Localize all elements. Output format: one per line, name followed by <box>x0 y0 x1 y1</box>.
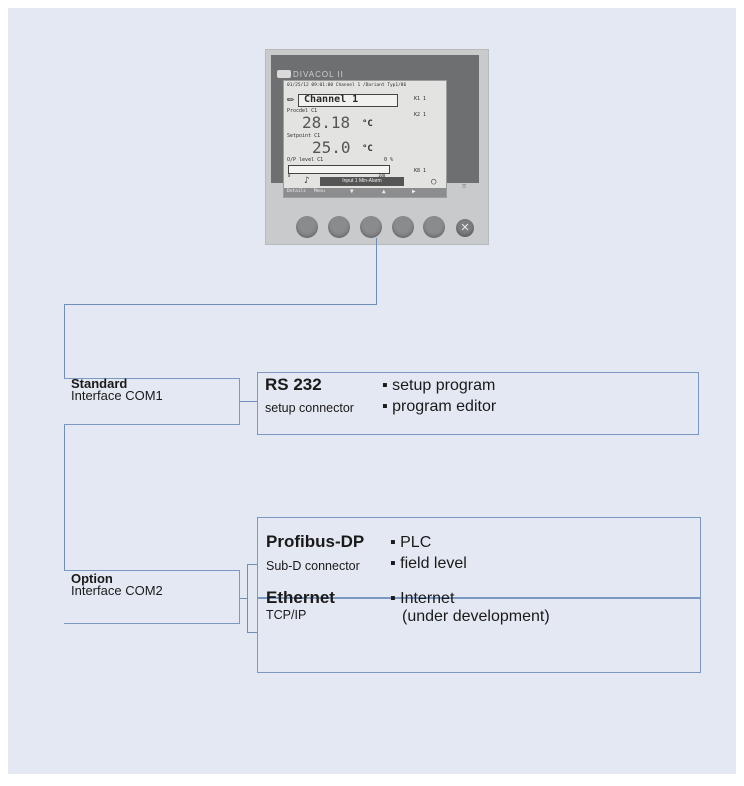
relay-k1: K1 1 <box>414 96 427 102</box>
profibus-use-1: ▪ PLC <box>390 534 432 551</box>
rs232-box <box>257 372 699 435</box>
profibus-use-2: ▪ field level <box>390 555 467 572</box>
timer-icon: ○ <box>431 177 437 187</box>
standard-title: Standard <box>71 376 128 391</box>
profibus-use-1-text: PLC <box>400 534 432 551</box>
channel-box <box>298 94 398 107</box>
option-branch-bottom <box>247 632 258 633</box>
ethernet-box <box>257 598 701 673</box>
option-branch-top <box>247 564 258 565</box>
device-screen: 01/25/12 09:01:00 Channel 1 /Dariant Typ… <box>283 80 447 198</box>
ethernet-use-1-text: Internet <box>400 590 455 607</box>
rs232-use-1: ▪ setup program <box>382 377 496 394</box>
device-wire-down <box>376 238 377 304</box>
output-caption: O/P level C1 <box>287 157 324 163</box>
standard-label-box <box>64 378 240 425</box>
bus-wire-vertical <box>64 304 65 624</box>
alarm-message: Input 1 Min-Alarm <box>320 177 404 186</box>
bus-wire-horizontal <box>64 304 377 305</box>
setpoint-caption: Setpoint C1 <box>287 133 321 139</box>
led-indicator-icon: ≡ <box>462 182 467 190</box>
softkey-menu: Menu <box>314 189 325 194</box>
rs232-connector: setup connector <box>265 401 354 415</box>
channel-label: Channel 1 <box>304 94 359 105</box>
profibus-use-2-text: field level <box>400 555 467 572</box>
option-interface: Interface COM2 <box>71 583 163 598</box>
device-key-4[interactable] <box>392 216 414 238</box>
softkey-up-icon: ▲ <box>382 188 386 195</box>
ethernet-use-1: ▪ Internet <box>390 590 455 607</box>
softkey-bar: Details Menu ▼ ▲ ▶ <box>284 188 446 197</box>
output-value: 0 % <box>384 157 394 163</box>
controller-device: DIVACOL II 01/25/12 09:01:00 Channel 1 /… <box>265 49 489 245</box>
standard-interface: Interface COM1 <box>71 388 163 403</box>
softkey-down-icon: ▼ <box>350 188 354 195</box>
device-key-1[interactable] <box>296 216 318 238</box>
relay-k2: K2 1 <box>414 112 427 118</box>
screen-header: 01/25/12 09:01:00 Channel 1 /Dariant Typ… <box>287 83 407 88</box>
option-title: Option <box>71 571 113 586</box>
softkey-details: Details <box>287 189 306 194</box>
rs232-use-2-text: program editor <box>392 398 497 415</box>
option-branch-wire <box>247 564 248 633</box>
device-key-3[interactable] <box>360 216 382 238</box>
ethernet-note: (under development) <box>402 608 550 625</box>
option-label-box <box>64 570 240 624</box>
ethernet-protocol: Ethernet <box>266 588 335 607</box>
brand-logo <box>277 70 291 78</box>
device-tool-key-icon[interactable]: ✕ <box>456 219 474 237</box>
device-brand: DIVACOL II <box>293 70 344 79</box>
ethernet-connector: TCP/IP <box>266 608 307 622</box>
relay-k8: K8 1 <box>414 168 427 174</box>
device-key-5[interactable] <box>423 216 445 238</box>
standard-connector-wire <box>240 401 258 402</box>
process-caption: Procdel C1 <box>287 108 318 114</box>
profibus-protocol: Profibus-DP <box>266 532 365 551</box>
pen-icon: ✎ <box>283 92 298 107</box>
setpoint-value: 25.0 <box>312 138 351 157</box>
bar-max: 100 <box>378 173 386 178</box>
rs232-protocol: RS 232 <box>265 375 322 394</box>
alarm-bell-icon: ♪ <box>304 176 310 186</box>
bar-min: 0 <box>288 173 291 178</box>
softkey-right-icon: ▶ <box>412 188 416 195</box>
rs232-use-1-text: setup program <box>392 377 496 394</box>
process-value: 28.18 <box>302 113 351 132</box>
option-connector-wire <box>240 598 248 599</box>
profibus-connector: Sub-D connector <box>266 559 360 573</box>
profibus-box <box>257 517 701 598</box>
process-unit: °C <box>362 119 373 129</box>
setpoint-unit: °C <box>362 144 373 154</box>
rs232-use-2: ▪ program editor <box>382 398 497 415</box>
device-key-2[interactable] <box>328 216 350 238</box>
output-bargraph <box>288 165 390 174</box>
